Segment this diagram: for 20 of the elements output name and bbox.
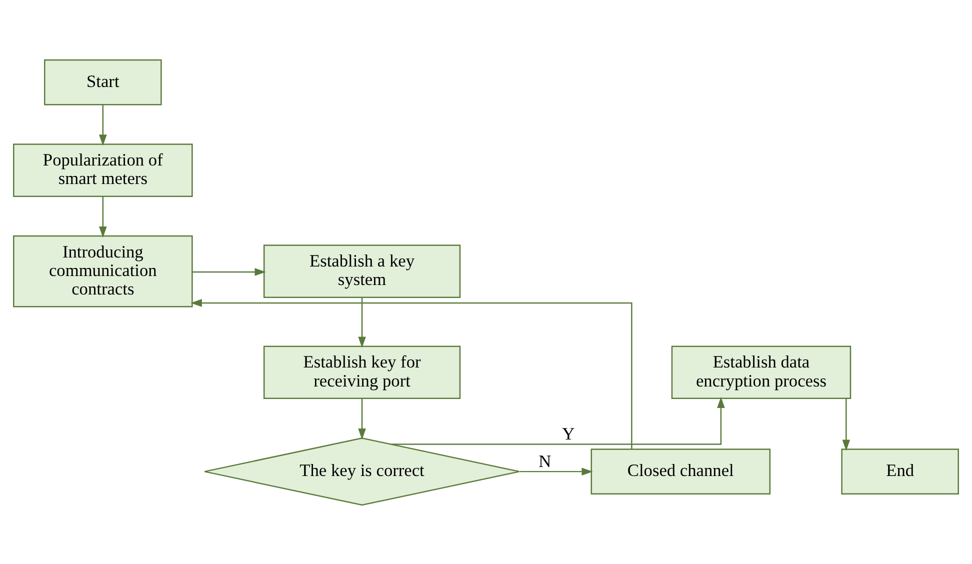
node-box: Establish key for receiving port [263,345,461,399]
arrow [358,297,366,348]
node-box: Introducing communication contracts [13,234,193,307]
node-box: Establish a key system [263,244,461,298]
node-box: Closed channel [590,448,771,494]
arrow [391,396,725,444]
node-box: Establish data encryption process [671,345,852,399]
arrow [520,467,593,475]
node-box: End [841,448,959,494]
arrow [190,298,632,449]
arrow [99,104,107,146]
arrow [192,268,266,276]
edge-label: N [538,451,552,470]
node-diamond: The key is correct [204,436,520,506]
arrow [99,196,107,238]
node-box: Popularization of smart meters [13,143,193,196]
arrow [358,398,366,440]
arrow [842,398,850,450]
node-box: Start [44,58,162,105]
edge-label: Y [562,424,575,444]
